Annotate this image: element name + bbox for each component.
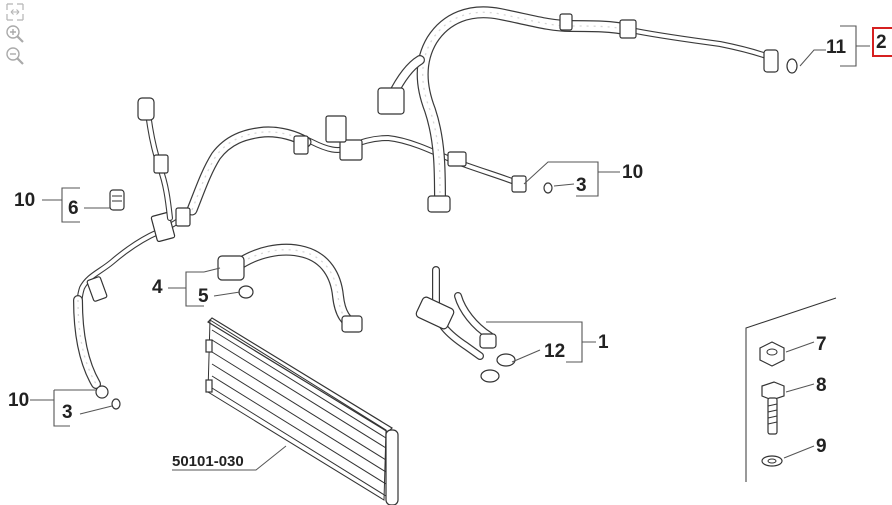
callout-3-bottom[interactable]: 3	[62, 402, 73, 423]
callout-2[interactable]: 2	[876, 32, 887, 53]
hardware-panel-outline	[745, 297, 837, 482]
fit-to-window-icon[interactable]	[4, 2, 26, 22]
o-ring-part-3-top	[543, 182, 553, 194]
callout-8[interactable]: 8	[816, 375, 827, 396]
zoom-in-icon[interactable]	[4, 24, 26, 44]
main-hose-line	[73, 115, 527, 399]
hose-part-4	[217, 243, 363, 333]
upper-hose-part-11	[377, 6, 798, 213]
zoom-out-icon[interactable]	[4, 46, 26, 66]
condenser-50101-030	[205, 317, 399, 505]
callout-10-top[interactable]: 10	[622, 162, 643, 183]
callout-11[interactable]: 11	[826, 37, 847, 58]
callout-10-left[interactable]: 10	[14, 190, 35, 211]
bolt-part-8	[761, 381, 785, 435]
fitting-part-6	[109, 189, 125, 211]
callout-group-condenser: 50101-030	[172, 445, 287, 471]
washer-part-9	[761, 455, 783, 467]
callout-9[interactable]: 9	[816, 436, 827, 457]
callout-3-top[interactable]: 3	[576, 175, 587, 196]
callout-condenser-code[interactable]: 50101-030	[172, 453, 244, 470]
callout-10-bottom[interactable]: 10	[8, 390, 29, 411]
o-ring-part-3-bottom	[111, 398, 121, 410]
callout-group-10-3-bottom: 10 3	[8, 389, 113, 427]
callout-group-11-2: 11 2	[799, 25, 892, 67]
diagram-toolbar	[4, 2, 30, 68]
callout-group-4-5: 4 5	[152, 267, 241, 307]
callout-4[interactable]: 4	[152, 277, 163, 298]
nut-part-7	[759, 341, 785, 367]
callout-6[interactable]: 6	[68, 198, 79, 219]
selected-callout-highlight	[872, 27, 892, 57]
callout-group-12-1: 12 1	[486, 321, 609, 363]
callout-1[interactable]: 1	[598, 332, 609, 353]
compressor-pipes-part-1	[415, 266, 516, 383]
callout-group-7-8-9: 7 8 9	[783, 334, 827, 459]
callout-5[interactable]: 5	[198, 286, 209, 307]
callout-12[interactable]: 12	[544, 341, 565, 362]
callout-group-10-3-top: 3 10	[523, 161, 643, 197]
callout-7[interactable]: 7	[816, 334, 827, 355]
upper-left-branch	[137, 97, 173, 221]
callout-group-10-6: 10 6	[14, 187, 110, 223]
